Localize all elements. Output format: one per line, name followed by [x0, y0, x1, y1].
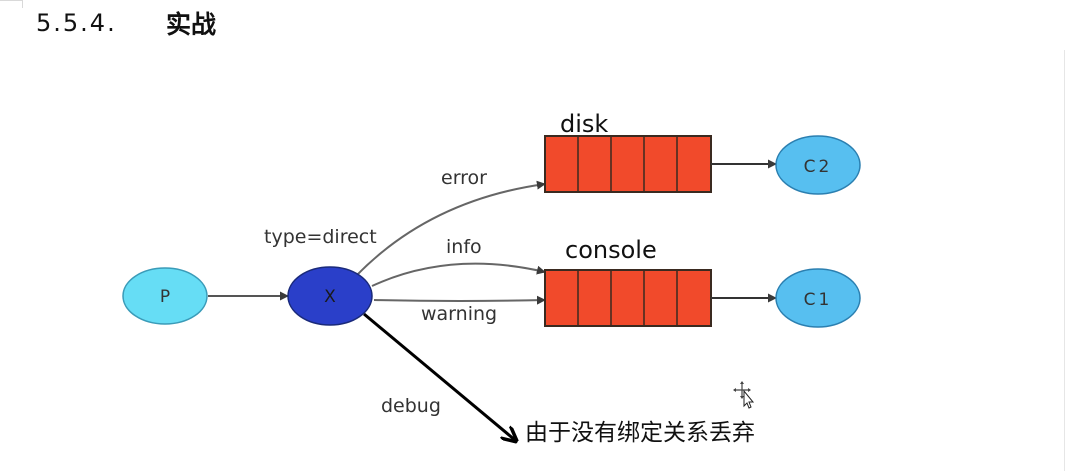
arrow-info-binding — [371, 262, 546, 287]
arrow-debug-discard — [363, 312, 515, 440]
consumer-node-c2 — [775, 135, 861, 195]
queue-disk — [544, 135, 712, 193]
arrow-error-binding — [355, 180, 546, 277]
discard-note: 由于没有绑定关系丢弃 — [525, 420, 755, 446]
section-heading: 5.5.4. 实战 — [36, 6, 216, 40]
arrow-warning-binding — [373, 295, 546, 305]
exchange-node — [287, 266, 373, 326]
routing-key-info: info — [446, 236, 482, 258]
queue-console — [544, 269, 712, 327]
routing-key-debug: debug — [381, 395, 441, 417]
section-title: 实战 — [166, 10, 217, 39]
move-cursor-icon — [733, 381, 755, 409]
producer-label: P — [160, 287, 170, 307]
consumer-label-c2: C2 — [804, 157, 833, 177]
consumer-node-c1 — [775, 268, 861, 328]
section-number: 5.5.4. — [36, 9, 117, 37]
exchange-type-label: type=direct — [264, 226, 377, 248]
page-edge-rule — [1064, 50, 1065, 471]
queue-disk-name: disk — [560, 110, 608, 138]
queue-console-body — [544, 269, 712, 327]
routing-key-warning: warning — [421, 303, 497, 325]
queue-console-name: console — [565, 236, 657, 264]
exchange-label: X — [324, 287, 336, 307]
producer-node — [122, 267, 208, 325]
queue-disk-body — [544, 135, 712, 193]
corner-mark — [0, 0, 22, 1]
corner-mark-vertical — [22, 0, 23, 8]
routing-key-error: error — [441, 167, 487, 189]
consumer-label-c1: C1 — [804, 290, 833, 310]
